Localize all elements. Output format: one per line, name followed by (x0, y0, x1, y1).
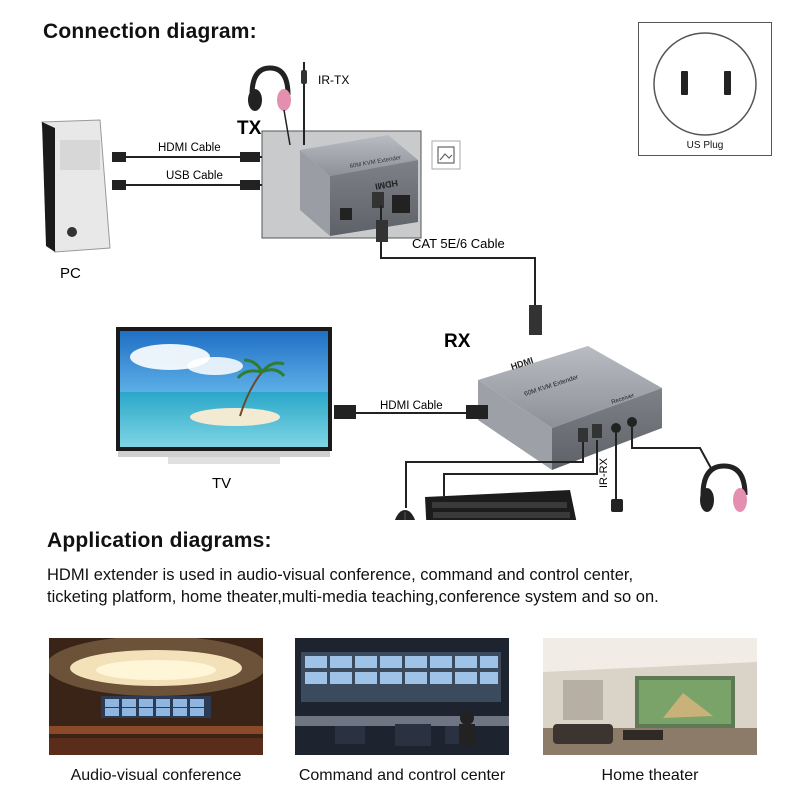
headphones-rx-icon (700, 463, 748, 512)
ir-tx-label: IR-TX (318, 73, 349, 87)
application-description-line1: HDMI extender is used in audio-visual co… (47, 566, 634, 584)
audio-visual-conference-photo (49, 638, 263, 755)
application-description-line2: ticketing platform, home theater,multi-m… (47, 588, 659, 606)
us-plug-box: US Plug (638, 22, 772, 156)
pc-tower-icon (41, 119, 111, 253)
rx-device: HDMI 60M KVM Extender Receiver (478, 346, 662, 470)
tx-device: 60M KVM Extender HDMI (300, 135, 418, 236)
tx-label: TX (237, 118, 262, 139)
keyboard-icon (425, 490, 577, 520)
connection-diagram-title: Connection diagram: (43, 20, 257, 43)
headphones-tx-icon (248, 65, 291, 146)
hdmi-cable-top-label: HDMI Cable (158, 142, 221, 154)
us-plug-label: US Plug (686, 140, 724, 151)
application-diagrams-title: Application diagrams: (47, 529, 272, 552)
command-control-center-photo (295, 638, 509, 755)
caption-audio-visual-conference: Audio-visual conference (70, 767, 242, 784)
ir-rx-sensor (611, 499, 623, 512)
home-theater-photo (543, 638, 757, 755)
hdmi-cable-rx-label: HDMI Cable (380, 400, 443, 412)
usb-cable-label: USB Cable (166, 170, 223, 182)
tv-label: TV (212, 475, 231, 492)
caption-home-theater: Home theater (601, 767, 699, 784)
pc-label: PC (60, 265, 81, 282)
caption-command-control-center: Command and control center (298, 767, 506, 784)
tx-device-hdmi: HDMI (374, 178, 398, 192)
rx-label: RX (444, 331, 471, 352)
tv-icon (116, 327, 332, 464)
us-plug-icon (653, 32, 757, 136)
cat-cable-label: CAT 5E/6 Cable (412, 236, 505, 251)
connection-diagram: 60M KVM Extender HDMI IR-TX TX PC HDMI C… (41, 62, 748, 520)
ir-rx-label: IR-RX (598, 457, 610, 488)
mouse-icon (394, 510, 416, 520)
image-placeholder-icon (431, 140, 461, 170)
